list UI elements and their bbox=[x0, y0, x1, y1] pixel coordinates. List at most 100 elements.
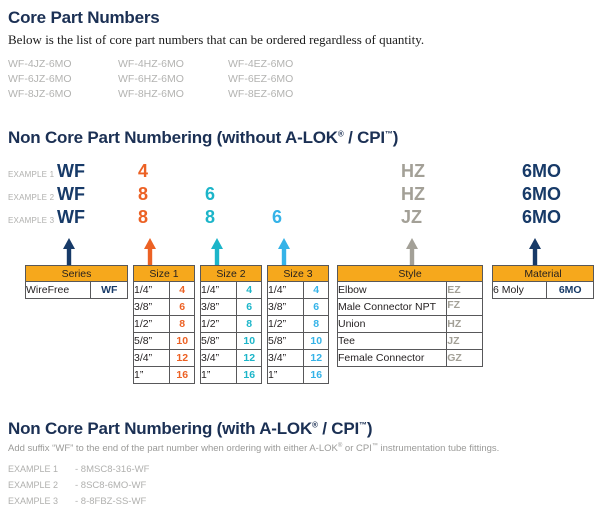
size-code: 6 bbox=[169, 298, 195, 316]
trademark-icon: ™ bbox=[371, 443, 378, 449]
size-code: 6 bbox=[236, 298, 262, 316]
heading-text-mid: / CPI bbox=[317, 419, 360, 438]
style-name: Male Connector NPT bbox=[336, 298, 448, 316]
core-part-number: WF-4JZ-6MO bbox=[8, 58, 72, 70]
heading-text-suffix: ) bbox=[366, 419, 373, 438]
core-column-3: WF-4EZ-6MO WF-6EZ-6MO WF-8EZ-6MO bbox=[228, 57, 293, 102]
registered-icon: ® bbox=[312, 420, 318, 430]
example-3-series: WF bbox=[57, 207, 85, 227]
style-name: Elbow bbox=[336, 281, 448, 299]
series-header: Series bbox=[25, 265, 128, 282]
material-name: 6 Moly bbox=[491, 281, 548, 299]
heading-text-mid: / CPI bbox=[343, 128, 385, 147]
table-row: 3/8”6 bbox=[199, 298, 262, 316]
table-row: WireFree WF bbox=[24, 281, 128, 299]
size-code: 8 bbox=[236, 315, 262, 333]
table-header-row: Series bbox=[25, 265, 128, 282]
table-row: 1/2”8 bbox=[266, 315, 329, 333]
table-header-row: Size 2 bbox=[200, 265, 262, 282]
intro-text-b: or CPI bbox=[342, 443, 372, 455]
size2-arrow-icon bbox=[210, 238, 224, 268]
core-part-number: WF-4EZ-6MO bbox=[228, 58, 294, 70]
size3-header: Size 3 bbox=[267, 265, 329, 282]
example-2-series: WF bbox=[57, 184, 85, 204]
table-row: 1”16 bbox=[132, 366, 195, 384]
table-row: 1”16 bbox=[266, 366, 329, 384]
style-code: JZ bbox=[446, 332, 483, 350]
core-part-number: WF-8HZ-6MO bbox=[118, 88, 184, 100]
table-row: 3/8”6 bbox=[266, 298, 329, 316]
size-label: 1/4” bbox=[266, 281, 305, 299]
size-label: 1/2” bbox=[132, 315, 171, 333]
core-part-number: WF-6HZ-6MO bbox=[118, 73, 184, 85]
size-label: 5/8” bbox=[132, 332, 171, 350]
size-code: 8 bbox=[303, 315, 329, 333]
table-row: 3/4”12 bbox=[132, 349, 195, 367]
bottom-example-2-value: - 8SC8-6MO-WF bbox=[75, 480, 147, 491]
example-3-label: EXAMPLE 3 bbox=[8, 216, 55, 225]
bottom-example-2-label: EXAMPLE 2 bbox=[8, 480, 59, 490]
size-code: 12 bbox=[236, 349, 262, 367]
table-row: 1/2”8 bbox=[132, 315, 195, 333]
example-3-size2: 8 bbox=[205, 207, 216, 227]
size2-header: Size 2 bbox=[200, 265, 262, 282]
size-label: 3/8” bbox=[266, 298, 305, 316]
example-2-material: 6MO bbox=[522, 184, 562, 204]
size-label: 5/8” bbox=[266, 332, 305, 350]
size-label: 1” bbox=[199, 366, 238, 384]
example-2-size2: 6 bbox=[205, 184, 216, 204]
size-code: 6 bbox=[303, 298, 329, 316]
noncore-with-intro: Add suffix “WF” to the end of the part n… bbox=[8, 443, 499, 454]
bottom-example-1-label: EXAMPLE 1 bbox=[8, 464, 59, 474]
style-arrow-icon bbox=[405, 238, 419, 268]
table-row: 1”16 bbox=[199, 366, 262, 384]
style-name: Tee bbox=[336, 332, 448, 350]
material-table: Material 6 Moly 6MO bbox=[491, 265, 594, 299]
table-row: 3/4”12 bbox=[266, 349, 329, 367]
core-part-numbers-heading: Core Part Numbers bbox=[8, 8, 160, 27]
size3-table: Size 3 1/4”4 3/8”6 1/2”8 5/8”10 3/4”12 1… bbox=[266, 265, 329, 384]
trademark-icon: ™ bbox=[384, 129, 393, 139]
heading-text-prefix: Non Core Part Numbering (without A-LOK bbox=[8, 128, 338, 147]
bottom-example-3-value: - 8-8FBZ-SS-WF bbox=[75, 496, 147, 507]
size-code: 4 bbox=[236, 281, 262, 299]
style-name: Union bbox=[336, 315, 448, 333]
table-row: 3/4”12 bbox=[199, 349, 262, 367]
core-column-1: WF-4JZ-6MO WF-6JZ-6MO WF-8JZ-6MO bbox=[8, 57, 72, 102]
example-2-size1: 8 bbox=[138, 184, 149, 204]
noncore-without-heading: Non Core Part Numbering (without A-LOK® … bbox=[8, 128, 398, 148]
size-label: 1/2” bbox=[199, 315, 238, 333]
core-part-number: WF-8JZ-6MO bbox=[8, 88, 72, 100]
registered-icon: ® bbox=[337, 129, 344, 139]
size-code: 16 bbox=[303, 366, 329, 384]
table-header-row: Style bbox=[337, 265, 483, 282]
example-3-material: 6MO bbox=[522, 207, 562, 227]
size-code: 4 bbox=[169, 281, 195, 299]
series-name: WireFree bbox=[24, 281, 92, 299]
example-1-style: HZ bbox=[401, 161, 425, 181]
example-1-size1: 4 bbox=[138, 161, 149, 181]
size3-arrow-icon bbox=[277, 238, 291, 268]
table-row: 6 Moly 6MO bbox=[491, 281, 594, 299]
example-2-label: EXAMPLE 2 bbox=[8, 193, 55, 202]
table-header-row: Size 3 bbox=[267, 265, 329, 282]
size2-table: Size 2 1/4”4 3/8”6 1/2”8 5/8”10 3/4”12 1… bbox=[199, 265, 262, 384]
material-header: Material bbox=[492, 265, 594, 282]
intro-text-a: Add suffix “WF” to the end of the part n… bbox=[8, 443, 338, 455]
size-label: 5/8” bbox=[199, 332, 238, 350]
size-code: 12 bbox=[303, 349, 329, 367]
table-header-row: Size 1 bbox=[133, 265, 195, 282]
series-arrow-icon bbox=[62, 238, 76, 268]
series-code: WF bbox=[90, 281, 128, 299]
style-code: GZ bbox=[446, 349, 483, 367]
size-label: 3/8” bbox=[132, 298, 171, 316]
material-arrow-icon bbox=[528, 238, 542, 268]
registered-icon: ® bbox=[337, 443, 343, 449]
table-row: 5/8”10 bbox=[266, 332, 329, 350]
size-code: 10 bbox=[303, 332, 329, 350]
table-row: 1/4”4 bbox=[199, 281, 262, 299]
